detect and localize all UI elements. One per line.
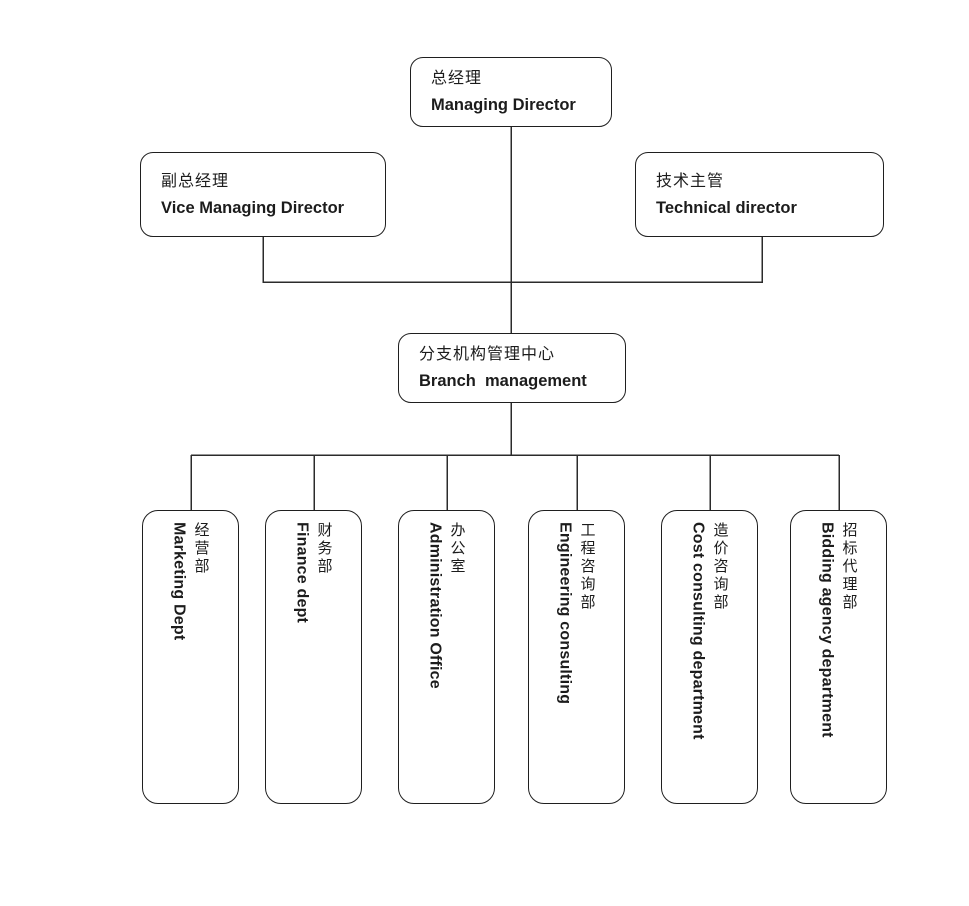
node-dept-bidding-agency: 招标代理部 Bidding agency department: [790, 510, 887, 804]
node-label-en: Administration Office: [426, 522, 444, 689]
node-label-en: Vice Managing Director: [161, 198, 345, 217]
vertical-label: 办公室 Administration Office: [423, 522, 471, 689]
node-dept-cost-consulting: 造价咨询部 Cost consulting department: [661, 510, 758, 804]
node-label-zh: 工程咨询部: [578, 522, 596, 612]
node-label-zh: 经营部: [192, 522, 210, 576]
node-dept-administration: 办公室 Administration Office: [398, 510, 495, 804]
node-label-zh: 造价咨询部: [711, 522, 729, 612]
node-technical-director: 技术主管 Technical director: [635, 152, 884, 237]
node-label-en: Cost consulting department: [689, 522, 707, 740]
node-label-en: Technical director: [656, 198, 797, 217]
node-dept-finance: 财务部 Finance dept: [265, 510, 362, 804]
node-label-zh: 分支机构管理中心: [419, 346, 556, 363]
node-label-zh: 技术主管: [656, 172, 725, 190]
vertical-label: 财务部 Finance dept: [290, 522, 338, 623]
vertical-label: 造价咨询部 Cost consulting department: [686, 522, 734, 740]
node-label-zh: 财务部: [315, 522, 333, 576]
node-label-en: Finance dept: [293, 522, 311, 624]
vertical-label: 工程咨询部 Engineering consulting: [553, 522, 601, 704]
node-dept-engineering-consulting: 工程咨询部 Engineering consulting: [528, 510, 625, 804]
node-label-en: Branch management: [419, 372, 587, 390]
node-branch-management: 分支机构管理中心 Branch management: [398, 333, 626, 403]
node-label-en: Engineering consulting: [556, 522, 574, 705]
vertical-label: 招标代理部 Bidding agency department: [815, 522, 863, 738]
node-vice-managing-director: 副总经理 Vice Managing Director: [140, 152, 386, 237]
node-label-zh: 办公室: [448, 522, 466, 576]
vertical-label: 经营部 Marketing Dept: [167, 522, 215, 640]
node-managing-director: 总经理 Managing Director: [410, 57, 612, 127]
node-label-en: Bidding agency department: [818, 522, 836, 738]
node-dept-marketing: 经营部 Marketing Dept: [142, 510, 239, 804]
node-label-en: Marketing Dept: [170, 522, 188, 641]
node-label-zh: 总经理: [431, 70, 483, 87]
node-label-zh: 招标代理部: [840, 522, 858, 612]
node-label-zh: 副总经理: [161, 172, 230, 190]
node-label-en: Managing Director: [431, 96, 576, 114]
